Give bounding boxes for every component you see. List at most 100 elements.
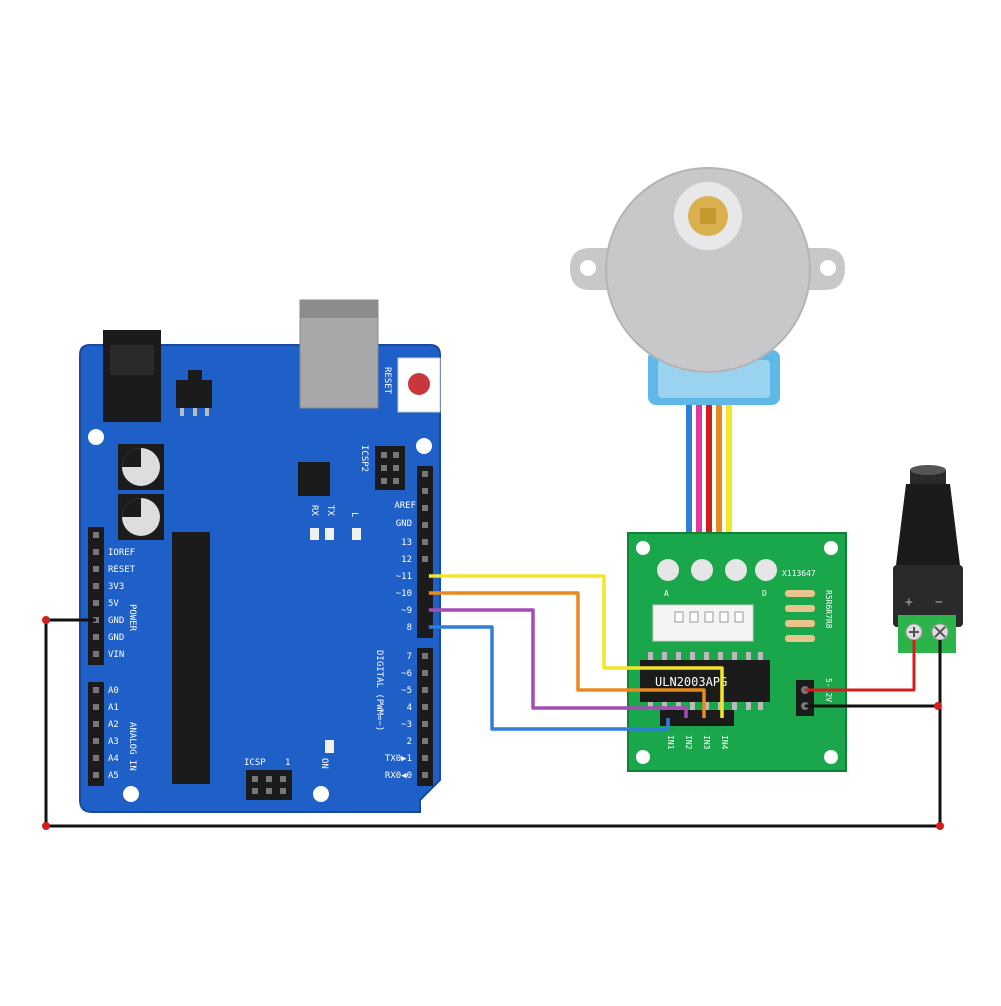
- power-pin-label: RESET: [108, 565, 136, 575]
- rx-label: RX: [309, 505, 319, 516]
- digital-pin-2[interactable]: [422, 505, 428, 511]
- led-label-d: D: [762, 589, 767, 598]
- in1-label: IN1: [666, 735, 675, 750]
- mounting-hole: [88, 429, 104, 445]
- voltage-regulator: [176, 380, 212, 408]
- tx-led: [325, 528, 334, 540]
- rx-led: [310, 528, 319, 540]
- analog-pin-2[interactable]: [93, 721, 99, 727]
- analog-pin-label: A2: [108, 720, 119, 730]
- on-led: [325, 740, 334, 753]
- power-pin-label: GND: [108, 633, 124, 643]
- power-pin-header: [88, 527, 104, 665]
- digital-pin-4[interactable]: [422, 721, 428, 727]
- digital-pin-4[interactable]: [422, 539, 428, 545]
- analog-pin-label: A3: [108, 737, 119, 747]
- mounting-hole: [313, 786, 329, 802]
- digital-pin-label: ~3: [401, 720, 412, 730]
- power-pin-3[interactable]: [93, 583, 99, 589]
- power-pin-label: IOREF: [108, 548, 135, 558]
- icsp2-label: ICSP2: [359, 445, 369, 472]
- digital-pin-1[interactable]: [422, 488, 428, 494]
- power-pin-2[interactable]: [93, 566, 99, 572]
- analog-label: ANALOG IN: [127, 722, 137, 771]
- digital-pin-7[interactable]: [422, 772, 428, 778]
- digital-pin-label: RX0◀0: [385, 771, 412, 781]
- capacitor: [118, 494, 164, 540]
- digital-pin-label: TX0▶1: [385, 754, 412, 764]
- in2-label: IN2: [684, 735, 693, 750]
- uln2003-driver-board: A D X113647 R5R6R7R8 ULN2003APG IN1 IN2 …: [627, 532, 847, 772]
- digital-pin-0[interactable]: [422, 471, 428, 477]
- digital-pin-label: 7: [407, 652, 412, 662]
- digital-pin-1[interactable]: [422, 670, 428, 676]
- power-pin-1[interactable]: [93, 549, 99, 555]
- signal-wires: [425, 574, 724, 731]
- digital-pin-label: 8: [407, 623, 412, 633]
- motor-connector: [652, 604, 754, 642]
- chip-label: ULN2003APG: [655, 675, 727, 689]
- power-pin-label: VIN: [108, 650, 124, 660]
- board-id: X113647: [782, 569, 816, 578]
- digital-pin-label: ~9: [401, 606, 412, 616]
- power-pin-6[interactable]: [93, 634, 99, 640]
- power-pin-label: 5V: [108, 599, 119, 609]
- analog-pin-5[interactable]: [93, 772, 99, 778]
- icsp-header: [246, 770, 292, 800]
- wire-pin8-in1: [425, 625, 670, 731]
- tx-label: TX: [325, 505, 335, 516]
- wire-pin11-in4: [425, 574, 724, 718]
- wire-pin10-in3: [425, 591, 706, 718]
- analog-pin-3[interactable]: [93, 738, 99, 744]
- digital-pin-label: ~11: [396, 572, 412, 582]
- analog-pin-4[interactable]: [93, 755, 99, 761]
- gnd-pin-label: GND: [396, 519, 412, 529]
- aref-pin-label: AREF: [394, 501, 416, 511]
- in4-label: IN4: [720, 735, 729, 750]
- digital-pin-label: ~10: [396, 589, 412, 599]
- digital-pin-0[interactable]: [422, 653, 428, 659]
- analog-pin-1[interactable]: [93, 704, 99, 710]
- digital-pin-3[interactable]: [422, 704, 428, 710]
- analog-pin-label: A5: [108, 771, 119, 781]
- capacitor: [118, 444, 164, 490]
- digital-pin-5[interactable]: [422, 556, 428, 562]
- in3-label: IN3: [702, 735, 711, 750]
- led-label-a: A: [664, 589, 669, 598]
- reset-button[interactable]: [397, 357, 441, 413]
- power-header: [796, 680, 814, 716]
- arduino-uno-board: RESET ICSP2 RX TX L ON ICSP 1 AREF GND: [79, 299, 441, 813]
- digital-label: DIGITAL (PWM=~): [374, 650, 384, 731]
- l-led: [352, 528, 361, 540]
- jack-plus: +: [905, 595, 913, 610]
- motor-body: [605, 167, 811, 373]
- analog-pin-label: A4: [108, 754, 119, 764]
- mounting-hole: [123, 786, 139, 802]
- power-pin-7[interactable]: [93, 651, 99, 657]
- power-pin-label: GND: [108, 616, 124, 626]
- usb-chip: [298, 462, 330, 496]
- analog-pin-0[interactable]: [93, 687, 99, 693]
- digital-pin-label: ~5: [401, 686, 412, 696]
- input-header: [660, 710, 734, 726]
- digital-pin-label: ~6: [401, 669, 412, 679]
- led-d: [755, 559, 777, 581]
- l-label: L: [349, 512, 359, 517]
- digital-pin-label: 4: [407, 703, 412, 713]
- power-pin-4[interactable]: [93, 600, 99, 606]
- digital-pin-6[interactable]: [422, 755, 428, 761]
- resistor-label: R5R6R7R8: [824, 590, 833, 629]
- analog-pin-label: A1: [108, 703, 119, 713]
- digital-pin-2[interactable]: [422, 687, 428, 693]
- digital-pin-5[interactable]: [422, 738, 428, 744]
- led-b: [691, 559, 713, 581]
- wire-junctions: [42, 616, 944, 830]
- dc-power-jack: + −: [893, 465, 963, 653]
- icsp2-header: [375, 446, 405, 490]
- power-pin-0[interactable]: [93, 532, 99, 538]
- power-pin-label: 3V3: [108, 582, 124, 592]
- digital-pin-3[interactable]: [422, 522, 428, 528]
- wire-endpoints: [421, 572, 429, 631]
- resistors: [785, 590, 815, 642]
